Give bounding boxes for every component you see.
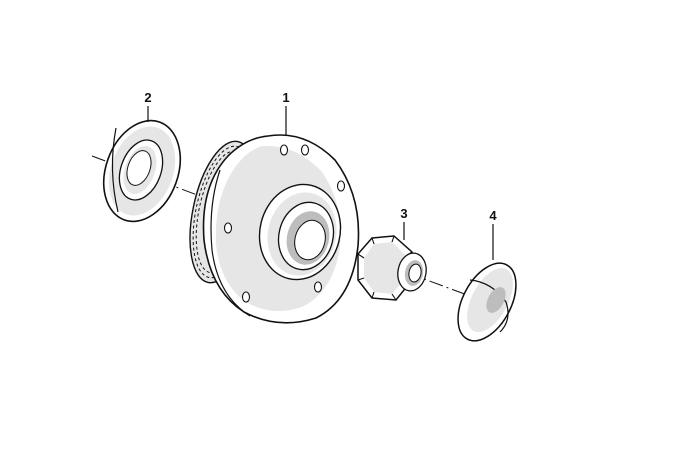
callout-label-dust-cap: 4 (489, 208, 497, 223)
shaft-seal-part[interactable] (90, 110, 193, 232)
stud-hole (313, 281, 323, 293)
stud-hole (223, 222, 233, 234)
callout-label-collar-nut: 3 (400, 206, 407, 221)
stud-hole (241, 291, 251, 303)
stud-hole (300, 144, 310, 156)
stud-hole (279, 144, 289, 156)
dust-cap-part[interactable] (446, 254, 528, 351)
collar-nut-part[interactable] (357, 235, 429, 301)
callout-label-shaft-seal: 2 (144, 90, 151, 105)
stud-hole (336, 180, 346, 192)
callout-label-hub: 1 (282, 90, 289, 105)
wheel-hub-part[interactable] (179, 134, 360, 324)
